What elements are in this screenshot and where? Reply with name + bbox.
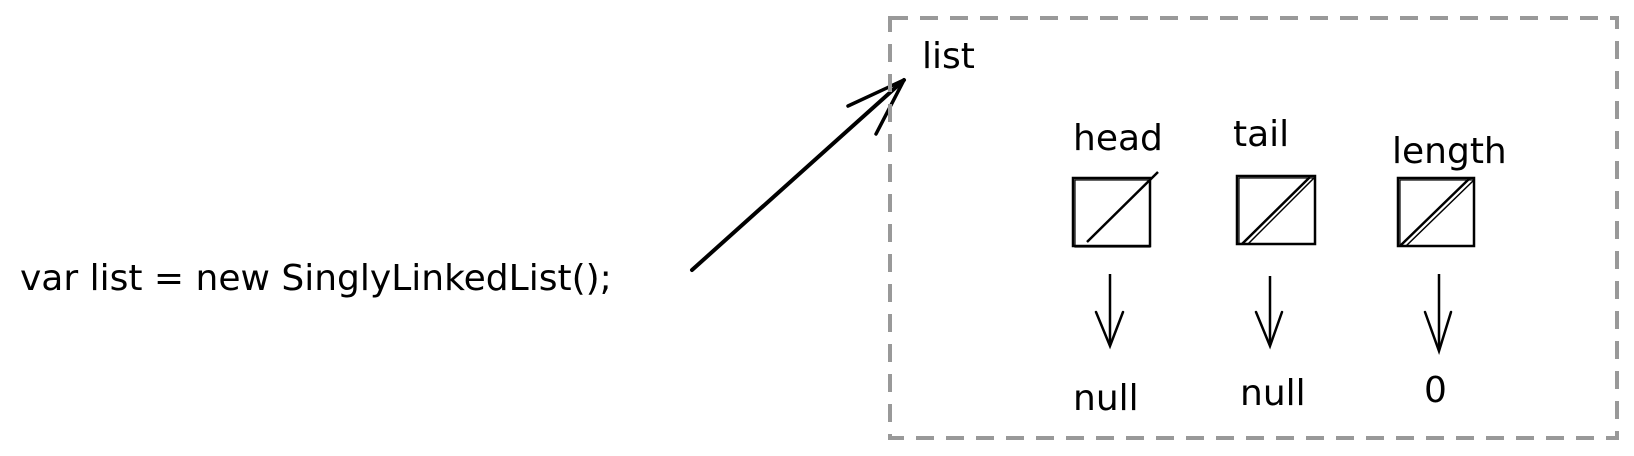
empty-slash-icon xyxy=(1399,177,1471,247)
down-arrow-icon xyxy=(1423,274,1453,355)
field-tail: tail null xyxy=(1233,114,1317,414)
field-label-length: length xyxy=(1392,131,1507,172)
reference-arrow xyxy=(690,78,906,272)
field-value-head: null xyxy=(1073,378,1139,419)
object-container xyxy=(888,16,1619,440)
arrow-head-icon xyxy=(846,78,906,136)
slot-box-head xyxy=(1071,171,1159,248)
down-arrow-icon xyxy=(1094,274,1125,350)
field-head: head null xyxy=(1071,118,1163,419)
field-length: length 0 xyxy=(1392,131,1507,411)
field-value-length: 0 xyxy=(1424,370,1447,411)
slot-box-length xyxy=(1396,176,1476,248)
object-title: list xyxy=(922,36,975,77)
code-statement: var list = new SinglyLinkedList(); xyxy=(20,258,612,299)
field-value-tail: null xyxy=(1240,373,1306,414)
down-arrow-icon xyxy=(1254,276,1284,350)
empty-slash-icon xyxy=(1241,176,1311,245)
slot-box-tail xyxy=(1235,174,1317,246)
field-label-head: head xyxy=(1073,118,1163,159)
empty-slash-icon xyxy=(1086,171,1159,243)
field-label-tail: tail xyxy=(1233,114,1289,155)
